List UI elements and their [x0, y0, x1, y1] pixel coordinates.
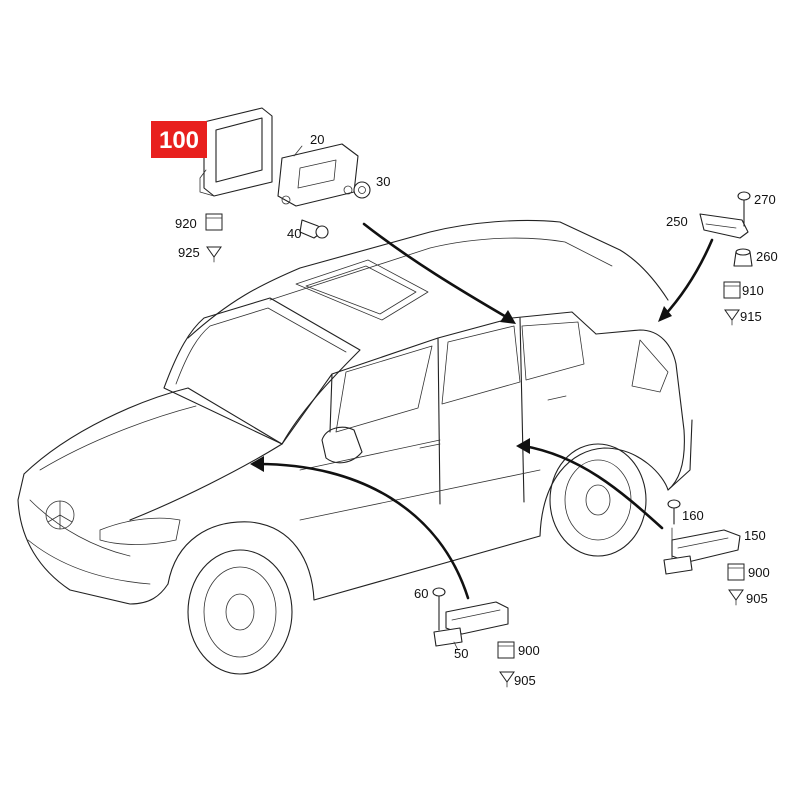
screw-60[interactable]: [432, 587, 446, 631]
funnel-symbol-915: [724, 309, 740, 326]
part-label-905-right: 905: [746, 591, 768, 606]
highlight-label-100: 100: [159, 127, 199, 154]
part-label-30: 30: [376, 174, 390, 189]
mounting-bracket-250[interactable]: [699, 213, 749, 239]
part-label-160: 160: [682, 508, 704, 523]
connector-symbol-900-bottom: [497, 641, 515, 659]
funnel-symbol-905-right: [728, 589, 744, 606]
part-label-915: 915: [740, 309, 762, 324]
part-label-925: 925: [178, 245, 200, 260]
funnel-symbol-925: [206, 246, 222, 263]
part-label-920: 920: [175, 216, 197, 231]
mounting-bracket-20[interactable]: [277, 143, 359, 207]
connector-symbol-920: [205, 213, 223, 231]
arrow-front-door-bracket: [256, 462, 470, 600]
funnel-symbol-905-bottom: [499, 671, 515, 688]
part-label-910: 910: [742, 283, 764, 298]
mounting-bracket-150[interactable]: [663, 529, 741, 575]
vehicle-illustration: [17, 219, 693, 675]
leader-20: [293, 145, 303, 157]
connector-symbol-910: [723, 281, 741, 299]
part-label-50: 50: [454, 646, 468, 661]
highlight-label-bg: [151, 121, 207, 158]
screw-40[interactable]: [299, 219, 329, 239]
part-label-150: 150: [744, 528, 766, 543]
part-label-40: 40: [287, 226, 301, 241]
control-unit-module[interactable]: [199, 107, 273, 197]
connector-symbol-900-right: [727, 563, 745, 581]
part-label-260: 260: [756, 249, 778, 264]
part-label-900-right: 900: [748, 565, 770, 580]
mounting-bracket-50[interactable]: [433, 601, 509, 647]
part-label-905-bottom: 905: [514, 673, 536, 688]
screw-270[interactable]: [737, 191, 751, 227]
arrow-control-unit: [362, 222, 510, 320]
arrow-rear-bracket: [662, 238, 714, 318]
part-label-270: 270: [754, 192, 776, 207]
part-label-60: 60: [414, 586, 428, 601]
arrow-rear-door-bracket: [522, 444, 664, 530]
part-label-900-bottom: 900: [518, 643, 540, 658]
clip-260[interactable]: [733, 248, 753, 267]
pointer-arrows: [250, 222, 714, 600]
screw-160[interactable]: [667, 499, 681, 525]
part-label-20: 20: [310, 132, 324, 147]
leader-50: [453, 641, 459, 651]
nut-30[interactable]: [353, 181, 371, 199]
part-label-250: 250: [666, 214, 688, 229]
